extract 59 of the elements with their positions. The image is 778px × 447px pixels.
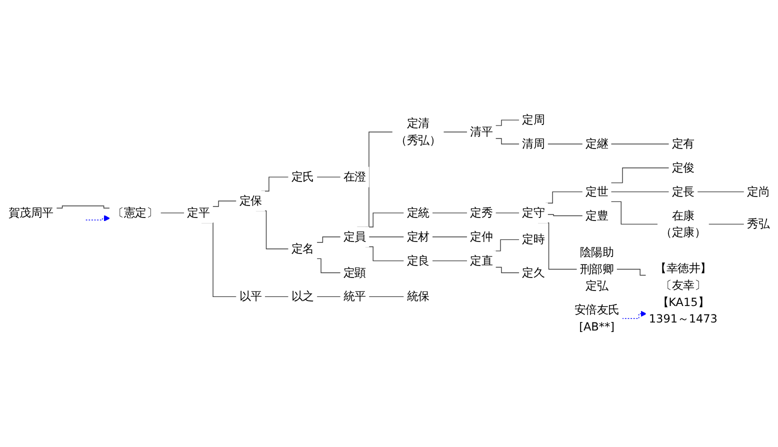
node-text: 統保 — [406, 290, 430, 304]
node-text: 清周 — [522, 136, 545, 150]
node-text: 安倍友氏 [AB**] — [574, 303, 620, 334]
connector — [547, 214, 584, 216]
node-text: 定継 — [586, 136, 608, 150]
node-text: 定清 （秀弘） — [396, 116, 441, 147]
node-text: 定長 — [672, 184, 694, 198]
connector — [316, 296, 341, 298]
node-text: 以平 — [239, 290, 262, 304]
connector — [610, 191, 670, 192]
node-text: 定材 — [406, 230, 430, 244]
arrow — [622, 310, 647, 319]
node-text: 定良 — [406, 254, 430, 268]
connector — [616, 268, 646, 276]
node-text: 定仲 — [470, 230, 493, 244]
connector — [432, 212, 468, 214]
node-text: 清平 — [470, 124, 493, 138]
connector — [160, 212, 185, 214]
connector — [545, 191, 584, 204]
connector — [610, 168, 670, 184]
node-text: 定名 — [291, 242, 314, 256]
node-text: 定久 — [522, 266, 545, 280]
connector — [316, 176, 341, 178]
node-text: 定顕 — [343, 266, 366, 280]
connector — [495, 266, 520, 274]
node-text: 在康 （定康） — [660, 208, 706, 239]
connector — [432, 236, 468, 238]
node-text: 定氏 — [291, 170, 314, 184]
node-text: 定有 — [672, 136, 694, 150]
connector — [264, 296, 289, 298]
node-text: 陰陽助 刑部卿 定弘 — [580, 245, 614, 292]
node-text: 秀弘 — [747, 217, 770, 231]
node-text: 定豊 — [586, 208, 608, 222]
arrow — [86, 215, 110, 222]
connector — [368, 296, 404, 298]
node-text: 定時 — [522, 232, 545, 246]
connector — [368, 236, 404, 238]
connector — [708, 224, 745, 225]
node-text: 定秀 — [470, 206, 493, 220]
node-text: 〔憲定〕 — [112, 206, 158, 220]
connector — [495, 138, 520, 144]
node-text: 定世 — [586, 184, 608, 198]
node-text: 定周 — [522, 113, 545, 126]
connector — [493, 239, 520, 252]
node-text: 以之 — [291, 290, 314, 304]
node-text: 統平 — [343, 290, 366, 304]
node-text: 定尚 — [747, 184, 770, 198]
node-text: 賀茂周平 — [8, 206, 54, 220]
connector — [432, 260, 468, 262]
connector — [316, 236, 341, 243]
connector — [495, 212, 520, 214]
node-text: 【幸徳井】 〔友幸〕 【KA15】 1391～1473 — [648, 262, 718, 326]
connector — [56, 206, 110, 209]
connector — [212, 200, 237, 207]
node-text: 定統 — [406, 206, 430, 220]
connector — [696, 191, 745, 192]
connector — [495, 120, 520, 126]
node-text: 定直 — [470, 254, 493, 268]
node-text: 定俊 — [672, 160, 694, 174]
